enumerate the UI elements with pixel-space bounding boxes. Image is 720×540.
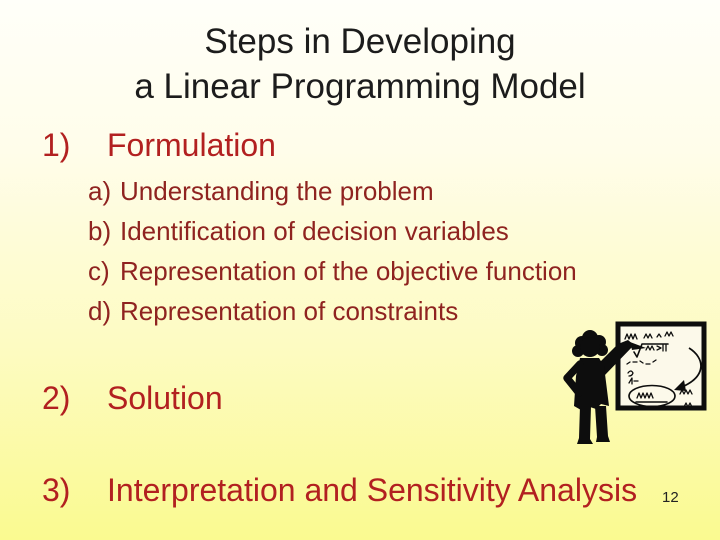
list-item-understanding-problem: a) Understanding the problem [88, 171, 577, 211]
item-label: Identification of decision variables [120, 216, 509, 246]
presenter-silhouette [563, 330, 646, 444]
slide-title: Steps in Developing a Linear Programming… [0, 19, 720, 109]
list-item-interpretation: 3) Interpretation and Sensitivity Analys… [42, 474, 637, 506]
item-label: Solution [107, 380, 223, 416]
whiteboard-scribbles [624, 331, 693, 408]
item-marker: b) [88, 216, 112, 246]
list-item-solution: 2) Solution [42, 382, 223, 414]
item-marker: 3) [42, 472, 71, 508]
item-label: Formulation [107, 127, 276, 163]
item-marker: 2) [42, 380, 71, 416]
list-item-formulation: 1) Formulation [42, 129, 276, 161]
formulation-sub-list: a) Understanding the problem b) Identifi… [88, 171, 577, 331]
arrow-icon [674, 347, 702, 391]
item-label: Representation of constraints [120, 296, 459, 326]
item-label: Interpretation and Sensitivity Analysis [107, 472, 638, 508]
item-marker: c) [88, 256, 110, 286]
list-item-decision-variables: b) Identification of decision variables [88, 211, 577, 251]
item-marker: a) [88, 176, 112, 206]
page-number: 12 [662, 489, 679, 506]
title-line-2: a Linear Programming Model [134, 67, 586, 106]
item-label: Representation of the objective function [120, 256, 577, 286]
presenter-at-whiteboard-clipart [563, 321, 707, 444]
item-label: Understanding the problem [120, 176, 434, 206]
item-marker: 1) [42, 127, 71, 163]
list-item-constraints: d) Representation of constraints [88, 291, 577, 331]
title-line-1: Steps in Developing [204, 22, 516, 61]
item-marker: d) [88, 296, 112, 326]
whiteboard [615, 321, 707, 411]
list-item-objective-function: c) Representation of the objective funct… [88, 251, 577, 291]
